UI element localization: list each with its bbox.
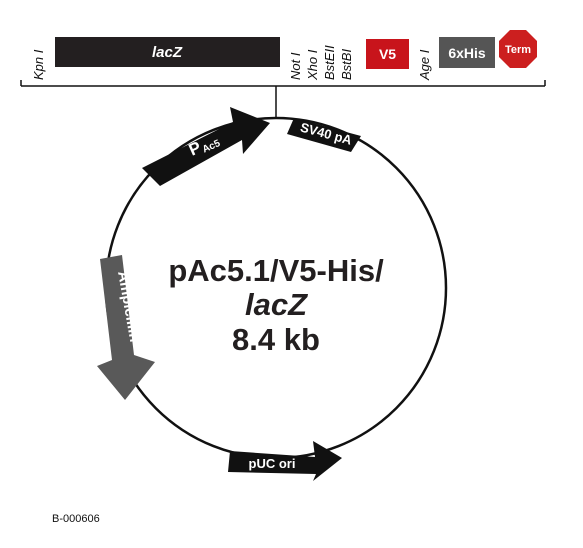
sv40-pa-feature: SV40 pA [287,118,361,152]
his-box [439,37,495,68]
plasmid-name-line2: lacZ [245,287,308,322]
plasmid-size: 8.4 kb [232,322,320,357]
linear-map: Kpn I lacZ Not I Xho I BstEII BstBI V5 A… [20,30,546,118]
ampicillin-feature: Ampicillin [97,255,155,400]
site-bsteii: BstEII [322,45,337,80]
v5-box [366,39,409,69]
plasmid-name-line1: pAc5.1/V5-His/ [168,253,384,288]
term-stop-sign-icon [499,30,537,68]
site-age-i: Age I [417,49,432,81]
lacz-label: lacZ [152,44,183,61]
pac5-promoter-feature: PAc5 [142,107,270,186]
pac5-arrow [142,107,270,186]
puc-ori-feature: pUC ori [228,441,342,481]
ampicillin-arrow [97,255,155,400]
sv40-pa-box [287,118,361,152]
site-xho-i: Xho I [305,49,320,81]
his-label: 6xHis [448,45,486,61]
site-bstbi: BstBI [339,49,354,80]
figure-id: B-000606 [52,513,100,525]
v5-label: V5 [379,46,396,62]
site-kpn-i: Kpn I [31,49,46,80]
term-label: Term [505,44,531,56]
lacz-box [55,37,280,67]
puc-ori-arrow [228,441,342,481]
plasmid-title: pAc5.1/V5-His/ lacZ 8.4 kb [168,253,384,357]
site-not-i: Not I [288,52,303,80]
puc-ori-label: pUC ori [249,456,296,471]
